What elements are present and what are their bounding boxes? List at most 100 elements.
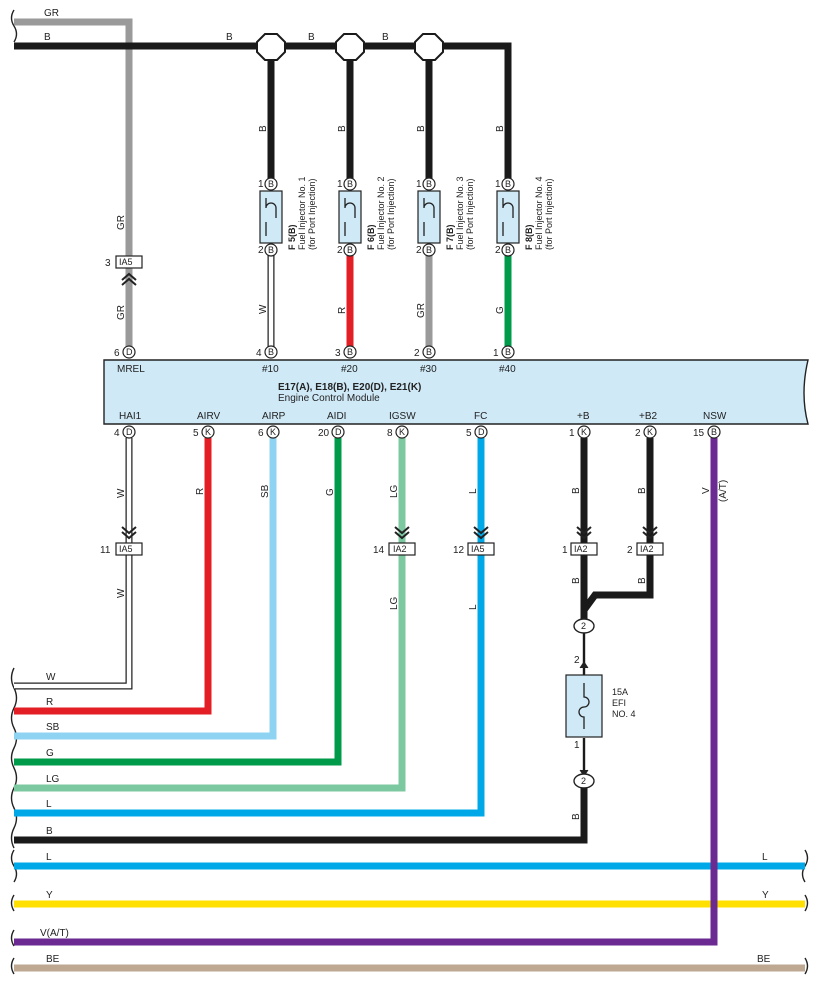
connector-chevron-icon <box>642 526 658 540</box>
inj3-pin1-conn: B <box>426 179 432 189</box>
inj3-pin2-conn: B <box>426 245 432 255</box>
svg-text:1: 1 <box>493 348 499 359</box>
svg-text:+B: +B <box>577 411 590 422</box>
svg-text:K: K <box>581 427 587 437</box>
inj4-pin2: 2 <box>495 245 501 256</box>
injector-1: B 1 B 2 F 5(B) Fuel Injector No. 1 (for … <box>258 176 317 257</box>
svg-text:SB: SB <box>46 722 60 733</box>
connector-chevron-icon <box>121 526 137 540</box>
inj3-pin1: 1 <box>416 179 422 190</box>
inj1-name: Fuel Injector No. 1 <box>297 176 307 250</box>
efi-no4-fuse: 2 2 1 2 15A EFI NO. 4 <box>565 618 636 789</box>
inj3-name: Fuel Injector No. 3 <box>455 176 465 250</box>
jc-hai1: IA5 11 <box>100 526 143 556</box>
mrel-conn-name: IA5 <box>119 257 133 267</box>
ecm-signal-mrel: MREL <box>117 364 145 375</box>
ecm-signal-30: #30 <box>420 364 437 375</box>
injector-coil-icon <box>265 198 277 236</box>
fuse-name2: NO. 4 <box>612 709 636 719</box>
svg-text:V: V <box>701 487 712 494</box>
svg-text:G: G <box>325 488 336 496</box>
svg-text:L: L <box>46 799 52 810</box>
svg-text:D: D <box>335 427 342 437</box>
svg-text:6: 6 <box>258 428 264 439</box>
svg-text:B: B <box>711 427 717 437</box>
svg-text:B: B <box>505 347 511 357</box>
svg-text:B: B <box>268 347 274 357</box>
svg-text:2: 2 <box>581 776 586 786</box>
connector-chevron-icon <box>576 526 592 540</box>
b-seg-label-1: B <box>226 32 233 43</box>
jc-plus-b2: IA2 2 <box>627 526 664 556</box>
b-seg-label-3: B <box>382 32 389 43</box>
injector-2-wires: B R <box>337 46 354 347</box>
inj4-name: Fuel Injector No. 4 <box>534 176 544 250</box>
svg-text:R: R <box>195 488 206 495</box>
svg-text:B: B <box>637 577 648 584</box>
svg-text:Y: Y <box>46 890 53 901</box>
connector-chevron-icon <box>394 526 410 540</box>
ecm-signal-20: #20 <box>341 364 358 375</box>
inj2-pin1-conn: B <box>347 179 353 189</box>
svg-text:2: 2 <box>635 428 641 439</box>
ecm-title: E17(A), E18(B), E20(D), E21(K) <box>278 382 421 393</box>
injector-coil-icon <box>344 198 356 236</box>
svg-text:R: R <box>46 697 53 708</box>
gr-top-wire: GR <box>14 8 133 258</box>
inj4-pin1-conn: B <box>505 179 511 189</box>
inj4-lower-wire-label: G <box>495 306 506 314</box>
svg-text:NSW: NSW <box>703 411 727 422</box>
ecm-subtitle: Engine Control Module <box>278 393 380 404</box>
injector-coil-icon <box>502 198 514 236</box>
svg-text:AIRV: AIRV <box>197 411 220 422</box>
svg-text:L: L <box>762 852 768 863</box>
inj2-pin1: 1 <box>337 179 343 190</box>
junction-connectors: IA5 11 IA2 14 IA5 12 IA2 1 IA2 2 <box>100 526 664 556</box>
mrel-ecm-conn: D <box>126 347 133 357</box>
b-top-label: B <box>44 32 51 43</box>
svg-text:G: G <box>46 748 54 759</box>
inj2-pin2: 2 <box>337 245 343 256</box>
svg-text:5: 5 <box>193 428 199 439</box>
svg-text:2: 2 <box>574 655 580 666</box>
engine-control-module: MREL #10 #20 #30 #40 E17(A), E18(B), E20… <box>103 359 809 425</box>
splice-2 <box>335 33 365 61</box>
inj3-pin2: 2 <box>416 245 422 256</box>
inj2-upper-wire-label: B <box>337 125 348 132</box>
svg-text:IA2: IA2 <box>393 544 407 554</box>
svg-text:IA5: IA5 <box>119 544 133 554</box>
svg-text:D: D <box>126 427 133 437</box>
svg-text:SB: SB <box>260 484 271 498</box>
inj4-upper-wire-label: B <box>495 125 506 132</box>
ecm-signal-40: #40 <box>499 364 516 375</box>
splice-3 <box>414 33 444 61</box>
svg-text:11: 11 <box>100 545 111 556</box>
injector-4-wires: B G <box>495 125 512 347</box>
svg-text:3: 3 <box>335 348 341 359</box>
inj2-name: Fuel Injector No. 2 <box>376 176 386 250</box>
svg-text:LG: LG <box>389 484 400 498</box>
gr-top-label: GR <box>44 8 59 19</box>
inj2-pin2-conn: B <box>347 245 353 255</box>
inj2-lower-wire-label: R <box>337 307 348 314</box>
svg-text:1: 1 <box>569 428 575 439</box>
svg-text:D: D <box>478 427 485 437</box>
svg-text:B: B <box>571 487 582 494</box>
jc-fc: IA5 12 <box>453 526 495 556</box>
inj4-pin2-conn: B <box>505 245 511 255</box>
mrel-connector: IA5 3 GR GR <box>105 215 143 347</box>
svg-text:+B2: +B2 <box>639 411 658 422</box>
svg-text:W: W <box>116 488 127 498</box>
inj1-pin1: 1 <box>258 179 264 190</box>
svg-text:4: 4 <box>114 428 120 439</box>
inj2-sub: (for Port Injection) <box>386 178 396 250</box>
svg-text:L: L <box>46 852 52 863</box>
svg-text:5: 5 <box>466 428 472 439</box>
svg-text:1: 1 <box>562 545 568 556</box>
svg-text:B: B <box>426 347 432 357</box>
svg-text:W: W <box>46 672 56 683</box>
mrel-conn-pin: 3 <box>105 258 111 269</box>
svg-text:LG: LG <box>46 774 60 785</box>
inj1-upper-wire-label: B <box>258 125 269 132</box>
